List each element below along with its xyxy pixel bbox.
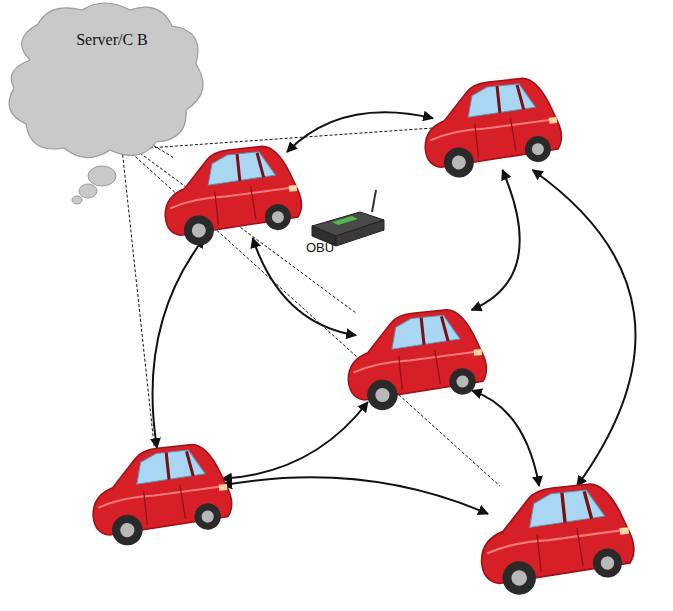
vehicle-node	[470, 468, 638, 602]
v2v-link	[533, 170, 636, 486]
car-picture	[78, 430, 240, 552]
vehicle-node	[415, 60, 565, 188]
car-picture	[155, 128, 305, 256]
car-picture	[470, 468, 638, 602]
obu-device	[312, 190, 384, 246]
v2v-link	[222, 402, 368, 479]
node-text: Server/C B	[76, 30, 148, 49]
v2v-link	[153, 238, 205, 448]
v2v-link	[253, 238, 356, 335]
v2v-link	[287, 112, 433, 152]
v2v-link	[222, 477, 488, 514]
server-link	[120, 130, 154, 448]
vehicle-node	[338, 292, 490, 420]
vehicle-node	[155, 128, 305, 256]
car-picture	[338, 292, 490, 420]
server-cloud: Server/C B	[0, 0, 212, 168]
vehicle-node	[78, 430, 240, 552]
v2v-link	[472, 170, 520, 310]
cloud-shape	[0, 0, 212, 168]
v2v-link	[472, 391, 539, 486]
car-picture	[415, 60, 565, 188]
device-label: OBU	[306, 240, 334, 255]
